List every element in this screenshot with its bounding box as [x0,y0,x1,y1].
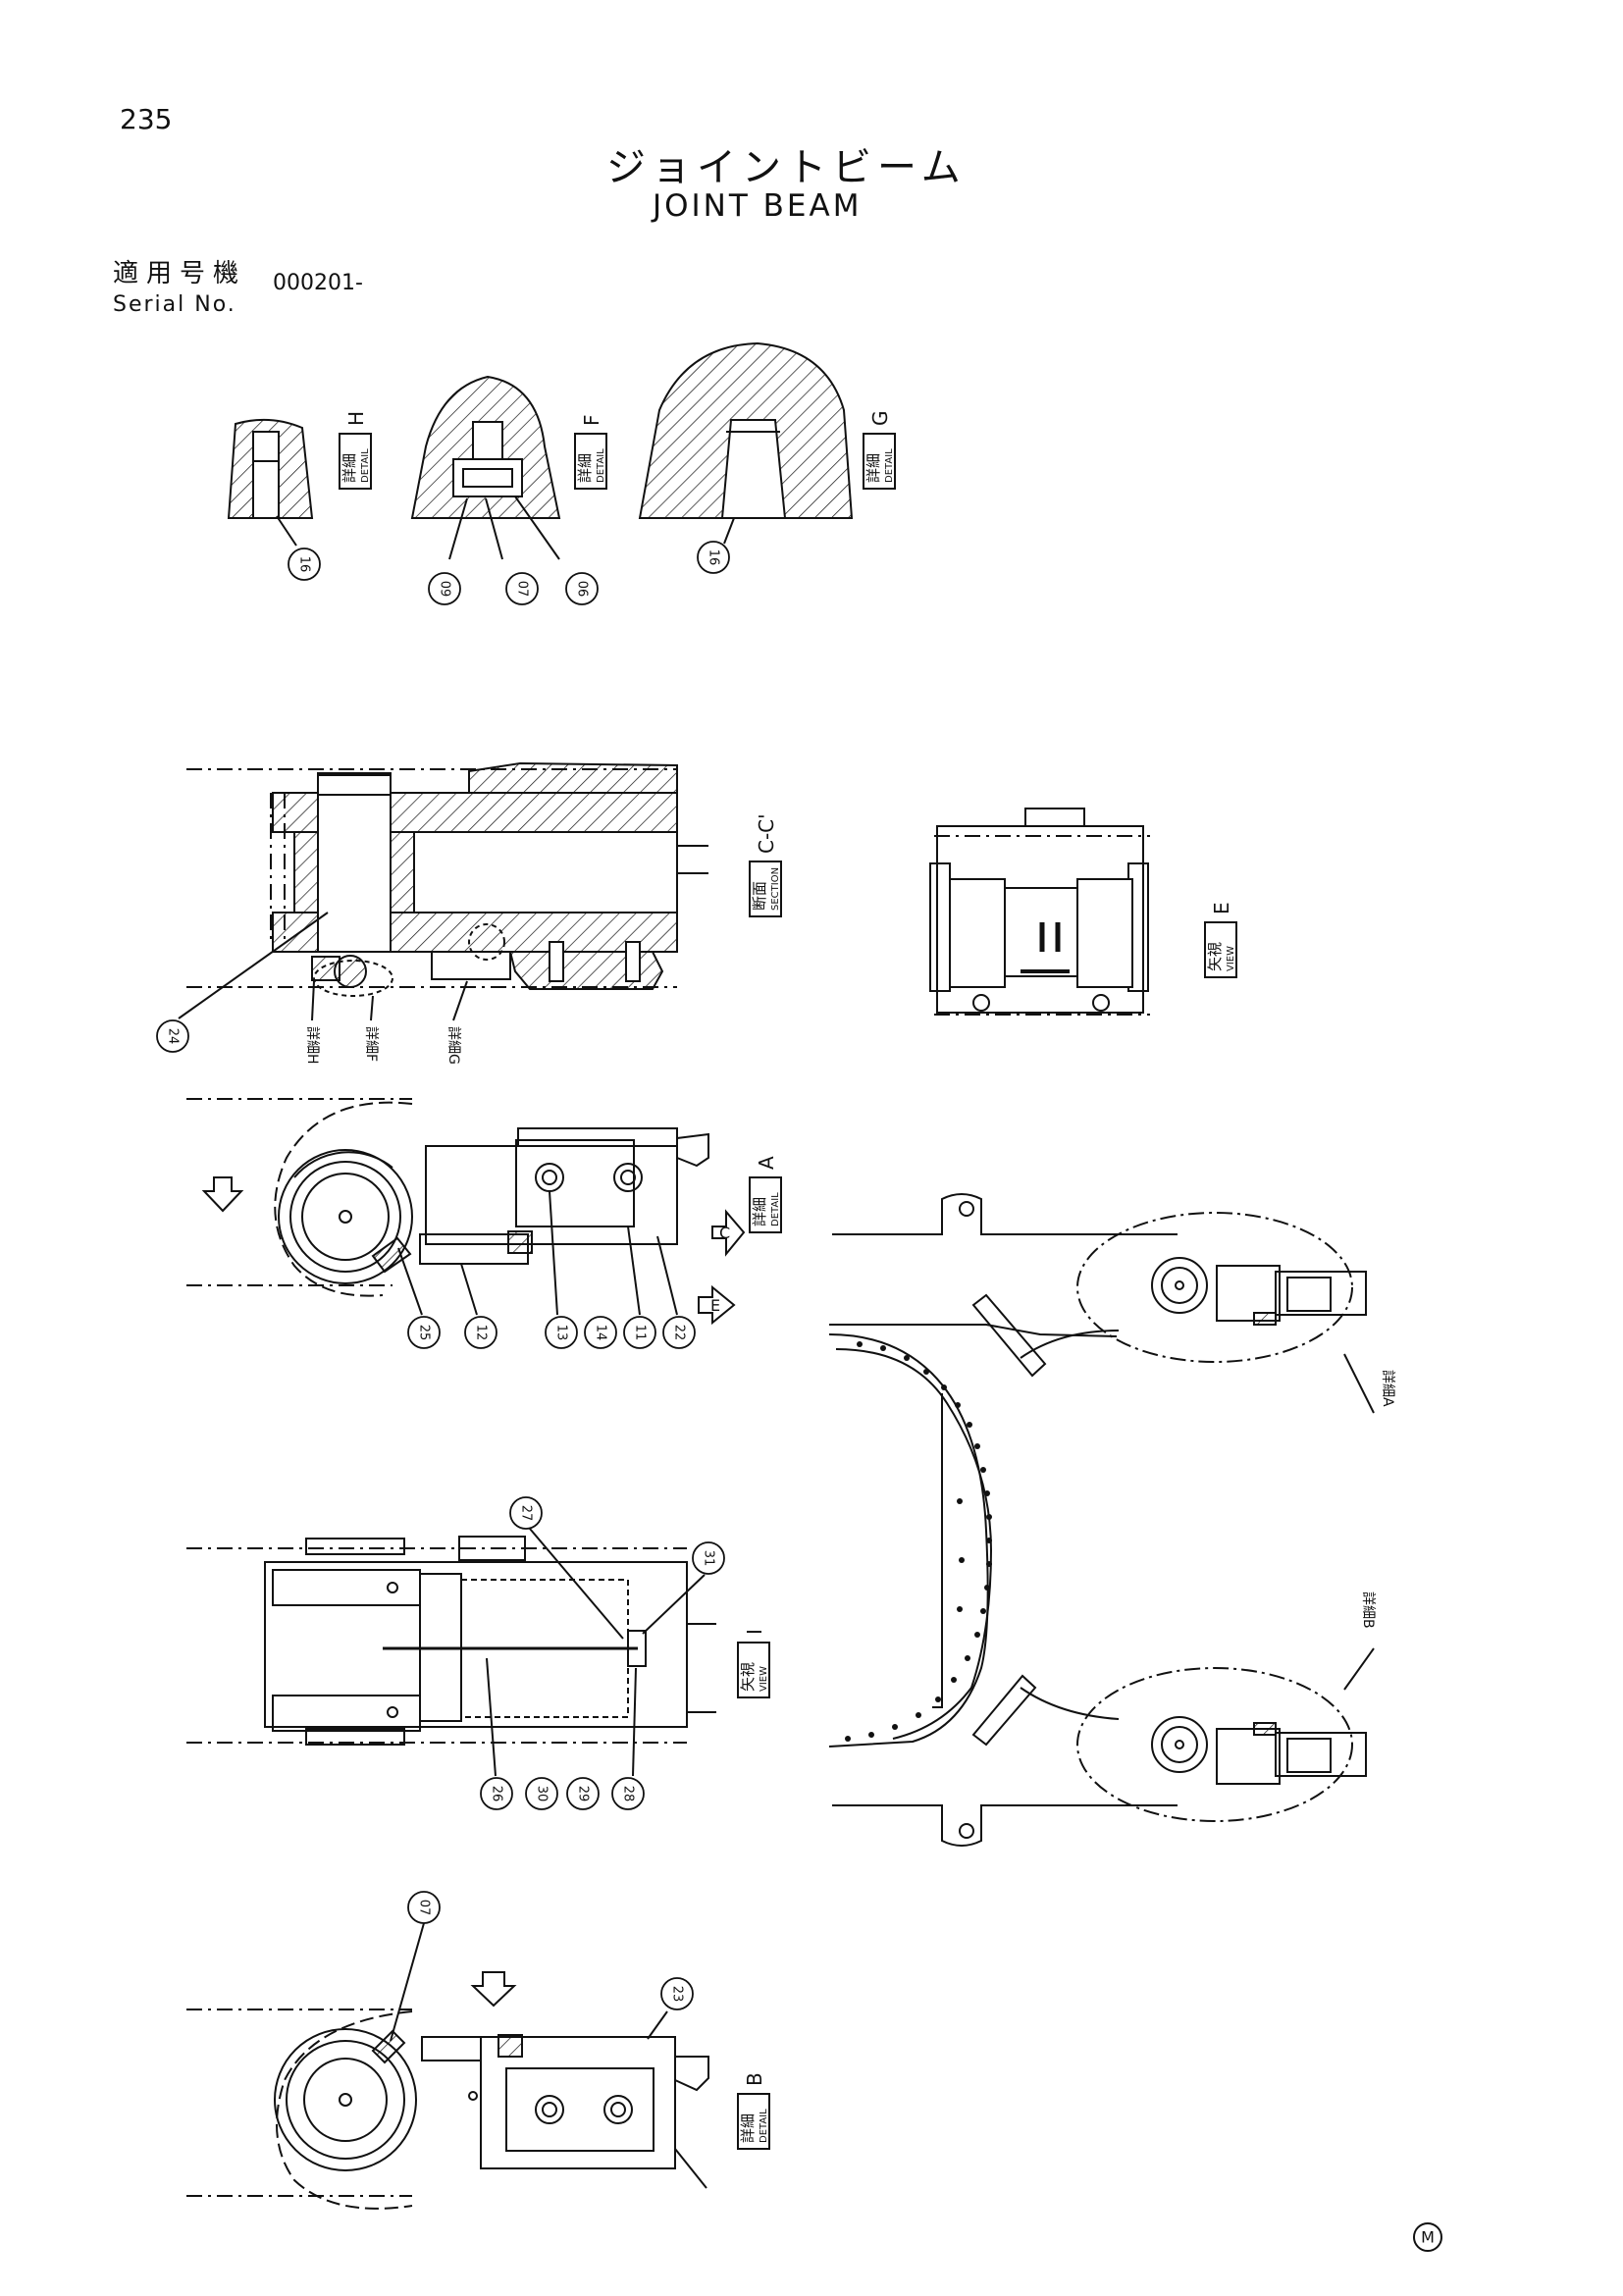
callout-c14: 31 [692,1541,725,1575]
ref-detail-a: 詳細A [1380,1370,1395,1407]
detail-b-label: 詳細 DETAIL B [737,2072,770,2150]
svg-text:22: 22 [672,1325,687,1341]
callout-c2: 09 [428,572,461,605]
callout-c6: 24 [156,1019,189,1053]
callout-c3: 07 [505,572,539,605]
svg-text:29: 29 [576,1786,591,1802]
svg-text:16: 16 [297,556,312,573]
detail-g-letter: G [868,411,892,427]
frame-overview-drawing [828,1193,1375,1847]
detail-g-en: DETAIL [884,448,895,483]
detail-f-label: 詳細 DETAIL F [574,414,607,490]
callout-c8: 12 [464,1316,497,1349]
ref-detail-h: 詳細H [304,1026,320,1065]
detail-b-letter: B [743,2072,766,2086]
view-i-drawing [186,1528,716,1777]
svg-text:28: 28 [621,1786,636,1802]
svg-text:13: 13 [554,1325,569,1341]
view-e-label: 矢視 VIEW E [1204,902,1237,978]
callout-c20: 23 [660,1977,694,2010]
callout-c15: 26 [480,1777,513,1810]
view-e-drawing [929,808,1150,1016]
detail-h-label: 詳細 DETAIL H [339,411,372,490]
footer-mark: M [1413,2222,1442,2252]
detail-a-jp: 詳細 [751,1197,768,1226]
ref-detail-g: 詳細G [445,1026,461,1065]
detail-f-jp: 詳細 [576,453,594,483]
svg-text:11: 11 [633,1325,648,1341]
section-cc-letter: C-C' [755,813,778,854]
section-cc-label: 断面 SECTION C-C' [749,813,782,917]
section-cc-jp: 断面 [751,881,768,911]
detail-h-jp: 詳細 [340,453,358,483]
svg-text:24: 24 [166,1028,181,1045]
callout-c12: 22 [662,1316,696,1349]
detail-g-label: 詳細 DETAIL G [863,411,896,490]
callout-c5: 16 [697,541,730,574]
view-i-letter: I [743,1629,766,1635]
svg-text:M: M [1421,2228,1435,2247]
callout-c11: 11 [623,1316,656,1349]
page-title: JOINT BEAM [653,188,863,224]
detail-g-drawing [638,341,854,545]
arrow-e-letter: E [710,1296,720,1315]
callout-c10: 14 [584,1316,617,1349]
svg-text:06: 06 [575,581,590,598]
callout-c1: 16 [288,548,321,581]
callout-c19: 07 [407,1891,441,1924]
detail-f-en: DETAIL [596,448,606,483]
detail-b-en: DETAIL [759,2109,769,2143]
svg-text:07: 07 [515,581,530,598]
callout-c17: 29 [566,1777,600,1810]
serial-label: Serial No. [113,292,236,317]
view-i-label: 矢視 VIEW I [737,1629,770,1698]
serial-label-japanese: 適用号機 [113,259,247,288]
svg-text:26: 26 [490,1786,504,1802]
detail-a-letter: A [755,1156,778,1170]
detail-a-label: 詳細 DETAIL A [749,1156,782,1233]
page-title-japanese: ジョイントビーム [606,145,967,190]
detail-g-jp: 詳細 [864,453,882,483]
detail-h-en: DETAIL [360,448,371,483]
callout-c7: 25 [407,1316,441,1349]
ref-detail-f: 詳細F [363,1026,379,1062]
ref-detail-b: 詳細B [1360,1592,1376,1629]
callout-c13: 27 [509,1496,543,1530]
view-e-letter: E [1210,902,1233,914]
detail-a-drawing [186,1098,746,1326]
detail-b-jp: 詳細 [739,2113,757,2143]
callout-c4: 06 [565,572,599,605]
section-cc-en: SECTION [770,867,781,911]
detail-b-drawing [186,1922,709,2210]
callout-c9: 13 [545,1316,578,1349]
svg-text:07: 07 [417,1900,432,1916]
section-cc-drawing [178,761,708,1021]
svg-text:12: 12 [474,1325,489,1341]
view-e-jp: 矢視 [1206,942,1224,971]
serial-value: 000201- [273,271,363,295]
view-e-en: VIEW [1226,946,1236,971]
svg-text:14: 14 [594,1325,608,1341]
detail-f-drawing [410,375,561,560]
svg-text:09: 09 [438,581,452,598]
detail-f-letter: F [580,414,603,426]
callout-c18: 28 [611,1777,645,1810]
view-i-en: VIEW [759,1666,769,1692]
detail-h-drawing [227,418,314,547]
svg-text:16: 16 [707,549,721,566]
page-number: 235 [120,103,173,135]
detail-a-en: DETAIL [770,1192,781,1226]
svg-text:31: 31 [702,1550,716,1567]
svg-text:23: 23 [670,1986,685,2003]
detail-h-letter: H [344,411,368,426]
view-i-jp: 矢視 [739,1662,757,1692]
svg-text:25: 25 [417,1325,432,1341]
callout-c16: 30 [525,1777,558,1810]
svg-text:27: 27 [519,1505,534,1522]
arrow-c-letter: C [719,1224,730,1242]
svg-text:30: 30 [535,1786,550,1802]
